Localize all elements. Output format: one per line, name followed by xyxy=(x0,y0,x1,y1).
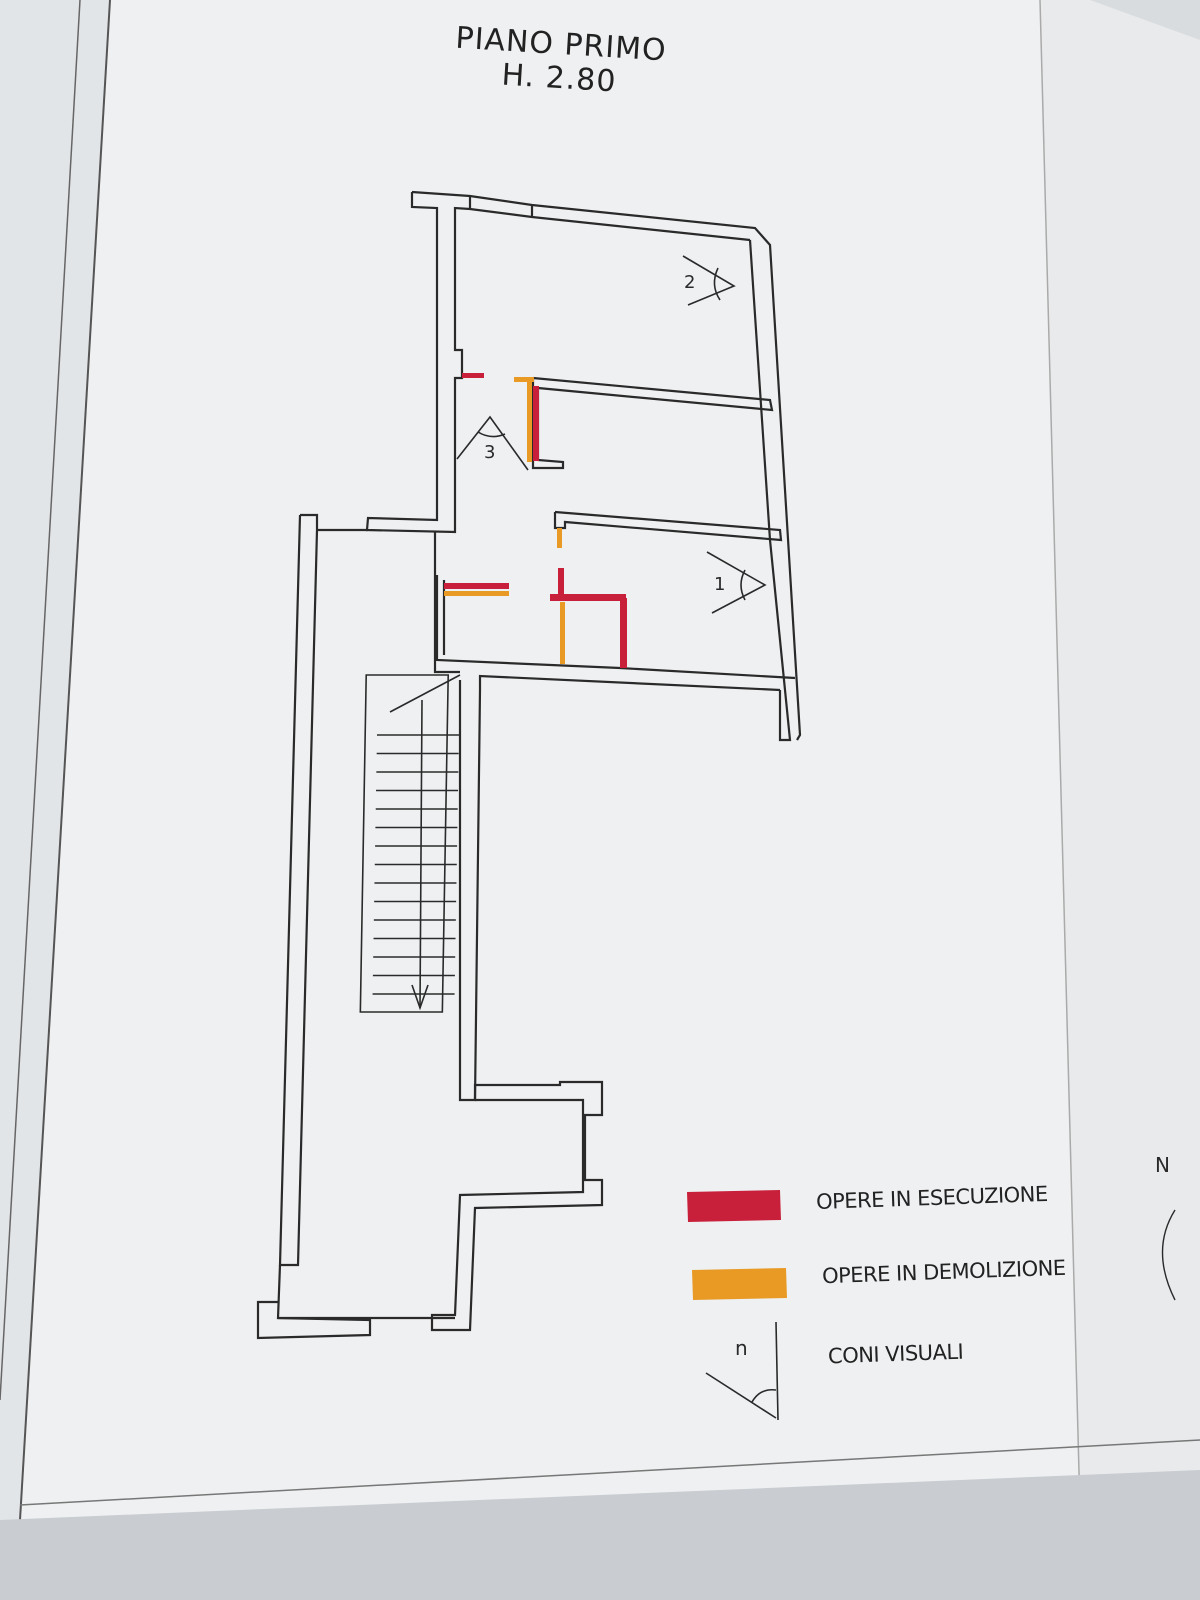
page-edge-back xyxy=(0,0,81,1401)
view-cone-1-arc xyxy=(740,569,746,601)
view-cone-3-label: 3 xyxy=(484,442,495,463)
demolition-wall xyxy=(527,382,532,462)
view-cones xyxy=(456,255,1176,1421)
wall-stair-top xyxy=(433,532,460,674)
wall-rooms-bottom xyxy=(435,575,796,680)
view-cone-2-arc xyxy=(713,267,721,301)
legend-swatch-execution xyxy=(687,1190,781,1222)
page-edge xyxy=(19,0,111,1521)
partition-2 xyxy=(553,510,783,542)
execution-wall xyxy=(462,373,484,378)
stair-landing-diagonal xyxy=(389,674,461,713)
view-cone-2-label: 2 xyxy=(684,272,695,293)
table-surface xyxy=(0,1470,1200,1600)
paper-right-page xyxy=(1040,0,1200,1510)
stair-outline xyxy=(359,674,450,1013)
view-cone-1-label: 1 xyxy=(714,574,725,595)
execution-wall xyxy=(550,594,626,601)
view-cone-3-icon xyxy=(456,415,529,471)
staircase xyxy=(359,674,461,1013)
legend-cone-line xyxy=(705,1372,777,1419)
execution-wall xyxy=(444,583,509,589)
wall-right-inner xyxy=(748,239,792,742)
demolition-wall xyxy=(560,602,565,664)
wall-central-top xyxy=(478,674,781,692)
view-cone-labels: 2 3 1 n N xyxy=(484,272,1170,1360)
wall-lower-right xyxy=(430,1080,604,1332)
demolition-wall xyxy=(514,377,534,382)
wall-central xyxy=(458,680,482,1102)
page-bottom-edge xyxy=(19,1439,1200,1506)
wall-left-long xyxy=(278,513,319,1267)
execution-wall xyxy=(620,598,627,668)
stair-steps xyxy=(372,734,459,995)
page-edge-right xyxy=(1039,0,1081,1511)
legend-cone-line xyxy=(775,1321,779,1421)
view-cone-2-icon xyxy=(682,255,736,306)
execution-wall xyxy=(558,568,564,598)
legend-swatch-demolition xyxy=(692,1268,787,1300)
execution-wall xyxy=(533,386,539,461)
legend-cone-n-label: n xyxy=(735,1336,748,1360)
compass-north-label: N xyxy=(1155,1153,1170,1177)
demolition-wall xyxy=(444,591,509,596)
view-cone-3-arc xyxy=(477,431,506,438)
works-markings xyxy=(444,373,627,668)
stair-arrow-icon xyxy=(411,984,429,1011)
compass-circle-icon xyxy=(1161,1209,1176,1301)
demolition-wall xyxy=(557,528,562,548)
legend-label-view-cones: CONI VISUALI xyxy=(827,1339,964,1369)
legend-cone-arc xyxy=(751,1388,777,1403)
stair-direction-line xyxy=(419,699,423,1009)
paper-page xyxy=(20,0,1080,1520)
paper-underlay-left xyxy=(0,0,110,1520)
wall-top-left xyxy=(365,192,751,534)
view-cone-1-icon xyxy=(706,551,767,614)
